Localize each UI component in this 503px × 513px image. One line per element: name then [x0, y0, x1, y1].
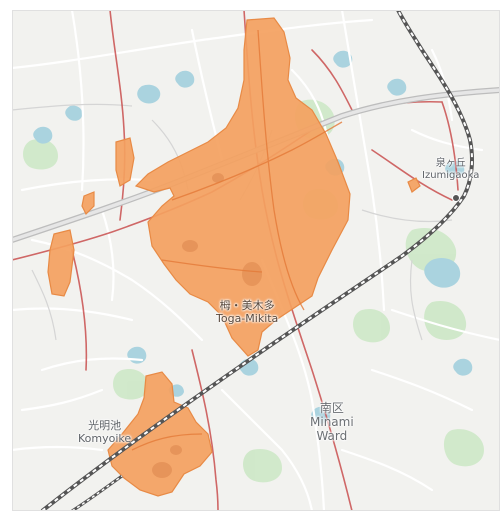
- station-dot: [452, 194, 460, 202]
- street: [12, 18, 374, 70]
- region-polygon-west: [47, 229, 75, 297]
- region-polygon-main: [134, 17, 351, 357]
- region-detail: [170, 445, 182, 455]
- pond: [424, 257, 461, 288]
- park-area: [243, 448, 282, 483]
- overlay-road: [257, 29, 305, 311]
- pond: [65, 105, 83, 121]
- railway-branch-dashes: [71, 475, 123, 511]
- street: [370, 368, 474, 412]
- pond: [453, 358, 473, 376]
- park-area: [113, 368, 148, 400]
- region-detail: [182, 240, 198, 252]
- map-view[interactable]: 泉ヶ丘 Izumigaoka 栂・美木多 Toga-Mikita 光明池 Kom…: [12, 10, 500, 511]
- region-detail: [212, 173, 224, 183]
- train-station-icon[interactable]: [452, 194, 460, 202]
- street: [410, 128, 484, 152]
- region-detail: [242, 262, 262, 286]
- region-polygon-sliver: [115, 137, 135, 187]
- overlay-road: [171, 121, 343, 201]
- highlighted-region: [47, 17, 421, 497]
- street: [20, 178, 154, 192]
- pond: [33, 126, 53, 144]
- region-polygon-dot: [407, 177, 421, 193]
- region-polygon-south: [107, 371, 213, 497]
- street: [40, 357, 144, 372]
- major-road: [311, 49, 353, 111]
- pond: [175, 70, 195, 88]
- street: [70, 10, 85, 192]
- pond: [137, 84, 161, 104]
- street: [31, 269, 57, 341]
- pond: [445, 160, 465, 178]
- region-details: [152, 173, 262, 478]
- street: [12, 307, 134, 322]
- street: [409, 259, 423, 341]
- street: [340, 448, 434, 492]
- region-overlay-roads: [131, 29, 343, 451]
- railway-lines: [40, 10, 474, 511]
- map-border: [12, 10, 500, 511]
- major-road: [191, 349, 219, 511]
- railway-track-dashes: [41, 10, 473, 511]
- pond: [387, 78, 407, 96]
- overlay-road: [131, 433, 203, 451]
- major-road: [371, 149, 453, 201]
- pond: [311, 406, 331, 424]
- region-detail: [152, 462, 172, 478]
- overlay-road: [161, 259, 263, 273]
- street: [12, 103, 133, 111]
- park-areas: [23, 99, 484, 483]
- street: [20, 388, 104, 412]
- park-area: [353, 308, 390, 343]
- street: [100, 208, 115, 302]
- park-area: [23, 138, 58, 170]
- major-road: [441, 101, 459, 191]
- major-road: [71, 249, 88, 371]
- street: [220, 388, 314, 511]
- park-area: [443, 429, 484, 467]
- street: [390, 308, 500, 342]
- region-polygon-small: [81, 191, 95, 216]
- map-canvas[interactable]: [12, 10, 500, 511]
- pond: [333, 50, 353, 68]
- minor-roads: [12, 10, 500, 511]
- major-road: [109, 10, 126, 221]
- street: [12, 445, 104, 452]
